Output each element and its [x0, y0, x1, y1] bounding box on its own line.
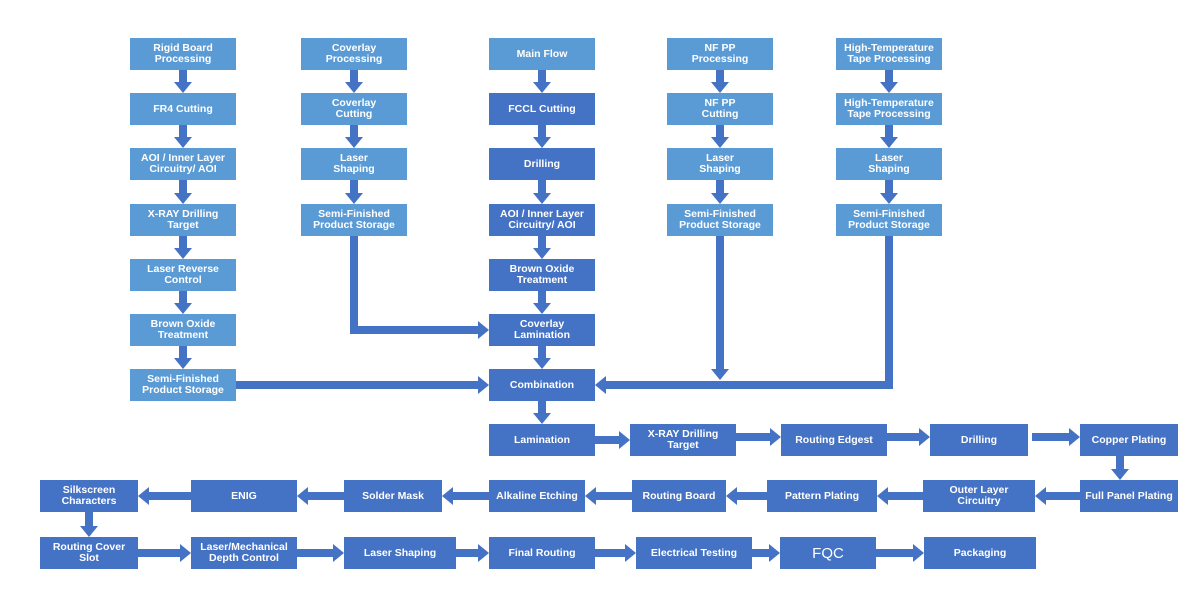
high-temp-tape-processing-box: High-Temperature Tape Processing — [836, 38, 942, 70]
flow-arrow-9 — [345, 180, 363, 204]
flow-arrow-8 — [345, 125, 363, 148]
depth-control-box: Laser/Mechanical Depth Control — [191, 537, 297, 569]
packaging-box: Packaging — [924, 537, 1036, 569]
flow-arrow-36 — [442, 487, 489, 505]
final-laser-shaping-box: Laser Shaping — [344, 537, 456, 569]
routing-edgest-box: Routing Edgest — [781, 424, 887, 456]
laser-reverse-control-box: Laser Reverse Control — [130, 259, 236, 291]
solder-mask-box: Solder Mask — [344, 480, 442, 512]
flow-arrow-5 — [174, 291, 192, 314]
nf-pp-processing-box: NF PP Processing — [667, 38, 773, 70]
flow-arrow-31 — [1111, 456, 1129, 480]
flow-arrow-30 — [1032, 428, 1080, 446]
full-panel-plating-box: Full Panel Plating — [1080, 480, 1178, 512]
flow-arrow-44 — [752, 544, 780, 562]
lamination-box: Lamination — [489, 424, 595, 456]
rigid-xray-drilling-target-box: X-RAY Drilling Target — [130, 204, 236, 236]
pattern-plating-box: Pattern Plating — [767, 480, 877, 512]
rigid-semi-finished-storage-box: Semi-Finished Product Storage — [130, 369, 236, 401]
flow-arrow-3 — [174, 180, 192, 204]
flow-arrow-4 — [174, 236, 192, 259]
coverlay-lamination-box: Coverlay Lamination — [489, 314, 595, 346]
flow-arrow-39 — [80, 512, 98, 537]
flow-arrow-11 — [533, 125, 551, 148]
flow-arrow-18 — [711, 125, 729, 148]
flow-arrow-35 — [585, 487, 632, 505]
main-flow-box: Main Flow — [489, 38, 595, 70]
flow-arrow-6 — [174, 346, 192, 369]
flow-arrow-14 — [533, 291, 551, 314]
flow-arrow-25 — [711, 236, 729, 380]
main-brown-oxide-box: Brown Oxide Treatment — [489, 259, 595, 291]
flow-arrow-43 — [595, 544, 636, 562]
copper-plating-box: Copper Plating — [1080, 424, 1178, 456]
flow-arrow-10 — [533, 70, 551, 93]
routing-board-box: Routing Board — [632, 480, 726, 512]
flow-arrow-16 — [533, 401, 551, 424]
flow-arrow-38 — [138, 487, 191, 505]
flow-arrow-33 — [877, 487, 923, 505]
combination-box: Combination — [489, 369, 595, 401]
fqc-box: FQC — [780, 537, 876, 569]
flow-arrow-2 — [174, 125, 192, 148]
main-drilling-box: Drilling — [489, 148, 595, 180]
final-routing-box: Final Routing — [489, 537, 595, 569]
coverlay-cutting-box: Coverlay Cutting — [301, 93, 407, 125]
flow-arrow-24 — [236, 376, 489, 394]
flow-arrow-37 — [297, 487, 344, 505]
high-temp-tape-processing-2-box: High-Temperature Tape Processing — [836, 93, 942, 125]
flow-arrow-23 — [350, 236, 489, 339]
enig-box: ENIG — [191, 480, 297, 512]
outer-layer-circuitry-box: Outer Layer Circuitry — [923, 480, 1035, 512]
silkscreen-characters-box: Silkscreen Characters — [40, 480, 138, 512]
main-aoi-inner-layer-box: AOI / Inner Layer Circuitry/ AOI — [489, 204, 595, 236]
flow-arrow-1 — [174, 70, 192, 93]
flow-arrow-12 — [533, 180, 551, 204]
fr4-cutting-box: FR4 Cutting — [130, 93, 236, 125]
flow-arrow-19 — [711, 180, 729, 204]
flow-arrow-7 — [345, 70, 363, 93]
coverlay-processing-box: Coverlay Processing — [301, 38, 407, 70]
flow-arrow-17 — [711, 70, 729, 93]
flow-arrow-20 — [880, 70, 898, 93]
nf-pp-semi-finished-storage-box: Semi-Finished Product Storage — [667, 204, 773, 236]
flow-arrow-40 — [138, 544, 191, 562]
coverlay-semi-finished-storage-box: Semi-Finished Product Storage — [301, 204, 407, 236]
flow-arrow-41 — [297, 544, 344, 562]
row1-drilling-box: Drilling — [930, 424, 1028, 456]
flow-arrow-15 — [533, 346, 551, 369]
routing-cover-slot-box: Routing Cover Slot — [40, 537, 138, 569]
flow-arrow-22 — [880, 180, 898, 204]
rigid-brown-oxide-box: Brown Oxide Treatment — [130, 314, 236, 346]
nf-pp-cutting-box: NF PP Cutting — [667, 93, 773, 125]
coverlay-laser-shaping-box: Laser Shaping — [301, 148, 407, 180]
row1-xray-drilling-target-box: X-RAY Drilling Target — [630, 424, 736, 456]
flow-arrow-32 — [1035, 487, 1080, 505]
rigid-board-processing-box: Rigid Board Processing — [130, 38, 236, 70]
flow-arrow-29 — [887, 428, 930, 446]
fccl-cutting-box: FCCL Cutting — [489, 93, 595, 125]
electrical-testing-box: Electrical Testing — [636, 537, 752, 569]
flow-arrow-45 — [876, 544, 924, 562]
rigid-aoi-inner-layer-box: AOI / Inner Layer Circuitry/ AOI — [130, 148, 236, 180]
flow-arrow-13 — [533, 236, 551, 259]
flow-arrow-34 — [726, 487, 767, 505]
nf-pp-laser-shaping-box: Laser Shaping — [667, 148, 773, 180]
alkaline-etching-box: Alkaline Etching — [489, 480, 585, 512]
flow-arrow-42 — [456, 544, 489, 562]
flow-arrow-21 — [880, 125, 898, 148]
flow-arrow-28 — [736, 428, 781, 446]
flow-arrow-26 — [595, 236, 893, 394]
high-temp-semi-finished-storage-box: Semi-Finished Product Storage — [836, 204, 942, 236]
flow-arrow-27 — [595, 431, 630, 449]
high-temp-laser-shaping-box: Laser Shaping — [836, 148, 942, 180]
